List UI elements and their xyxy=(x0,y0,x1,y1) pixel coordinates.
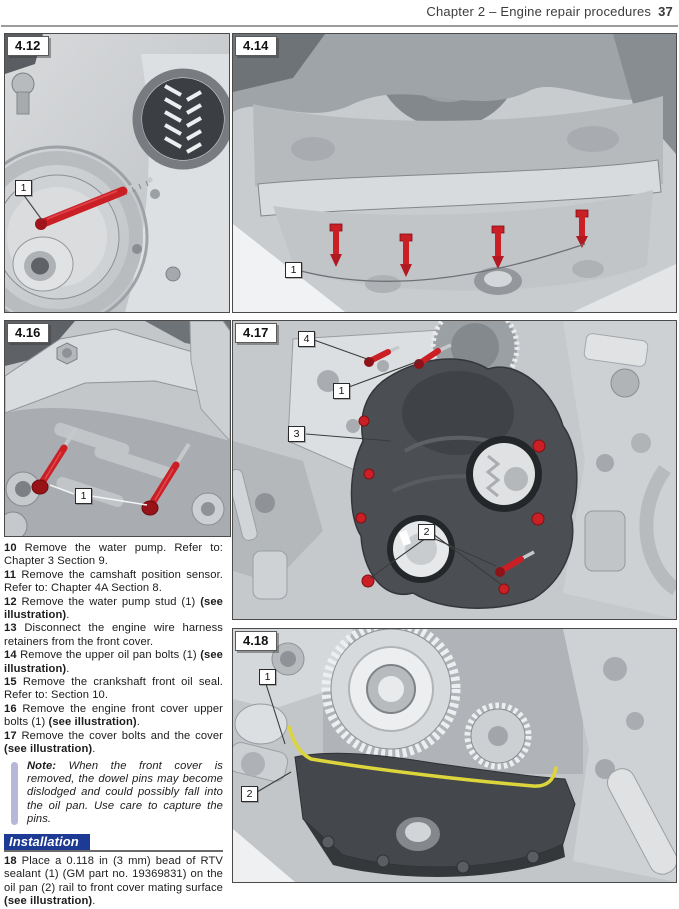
figure-4-12: 4.12 1 xyxy=(4,33,230,313)
callout-2-cover-bolts: 2 xyxy=(418,524,435,540)
note-bar xyxy=(11,761,18,825)
manual-page: Chapter 2 – Engine repair procedures 37 xyxy=(1,4,678,907)
figure-4-16: 4.16 1 xyxy=(4,320,231,537)
header-rule xyxy=(1,25,678,27)
step-paragraph: 13 Disconnect the engine wire harness re… xyxy=(4,622,223,648)
figure-label: 4.18 xyxy=(235,631,278,651)
step-paragraph: 17 Remove the cover bolts and the cover … xyxy=(4,729,223,756)
figure-label: 4.17 xyxy=(235,323,278,343)
page-header: Chapter 2 – Engine repair procedures 37 xyxy=(426,4,673,19)
callout-1-oil-pan-bolts: 1 xyxy=(285,262,302,278)
note-text: Note: When the front cover is removed, t… xyxy=(27,760,223,827)
step-paragraph: 16 Remove the engine front cover upper b… xyxy=(4,702,223,729)
step-paragraph: 10 Remove the water pump. Refer to: Chap… xyxy=(4,542,223,568)
callout-2-oil-pan-rail: 2 xyxy=(241,786,258,802)
callout-1-cover-upper-bolt: 1 xyxy=(333,383,350,399)
step-paragraph: 11 Remove the camshaft position sensor. … xyxy=(4,568,223,595)
note-body: When the front cover is removed, the dow… xyxy=(27,759,223,826)
front-cover-upper-bolts-illustration xyxy=(5,321,230,536)
engine-front-cover-stud-illustration xyxy=(5,34,229,312)
chapter-title: Chapter 2 – Engine repair procedures xyxy=(426,4,652,19)
callout-1-rtv-sealant: 1 xyxy=(259,669,276,685)
step-paragraph: 18 Place a 0.118 in (3 mm) bead of RTV s… xyxy=(4,854,223,908)
note-label: Note: xyxy=(27,759,57,772)
front-cover-bolts-illustration xyxy=(233,321,676,619)
step-paragraph: 15 Remove the crankshaft front oil seal.… xyxy=(4,676,223,702)
figure-4-18: 4.18 1 2 xyxy=(232,628,677,883)
installation-step: 18 Place a 0.118 in (3 mm) bead of RTV s… xyxy=(4,855,223,909)
callout-4-cover-top-bolt: 4 xyxy=(298,331,315,347)
note-box: Note: When the front cover is removed, t… xyxy=(4,760,223,827)
figure-4-17: 4.17 1 2 3 4 xyxy=(232,320,677,620)
figure-label: 4.14 xyxy=(235,36,278,56)
figure-4-14: 4.14 1 xyxy=(232,33,677,313)
callout-1-water-pump-stud: 1 xyxy=(15,180,32,196)
steps-list: 10 Remove the water pump. Refer to: Chap… xyxy=(4,542,223,757)
figure-label: 4.12 xyxy=(7,36,50,56)
figure-label: 4.16 xyxy=(7,323,50,343)
installation-heading-row: Installation xyxy=(4,833,223,852)
step-paragraph: 14 Remove the upper oil pan bolts (1) (s… xyxy=(4,649,223,675)
rtv-sealant-bead-illustration xyxy=(233,629,676,882)
callout-1-upper-bolts: 1 xyxy=(75,488,92,504)
callout-3-cover-edge: 3 xyxy=(288,426,305,442)
procedure-text-column: 10 Remove the water pump. Refer to: Chap… xyxy=(4,542,223,909)
installation-heading: Installation xyxy=(4,833,90,850)
page-number: 37 xyxy=(658,4,673,19)
step-paragraph: 12 Remove the water pump stud (1) (see i… xyxy=(4,595,223,622)
